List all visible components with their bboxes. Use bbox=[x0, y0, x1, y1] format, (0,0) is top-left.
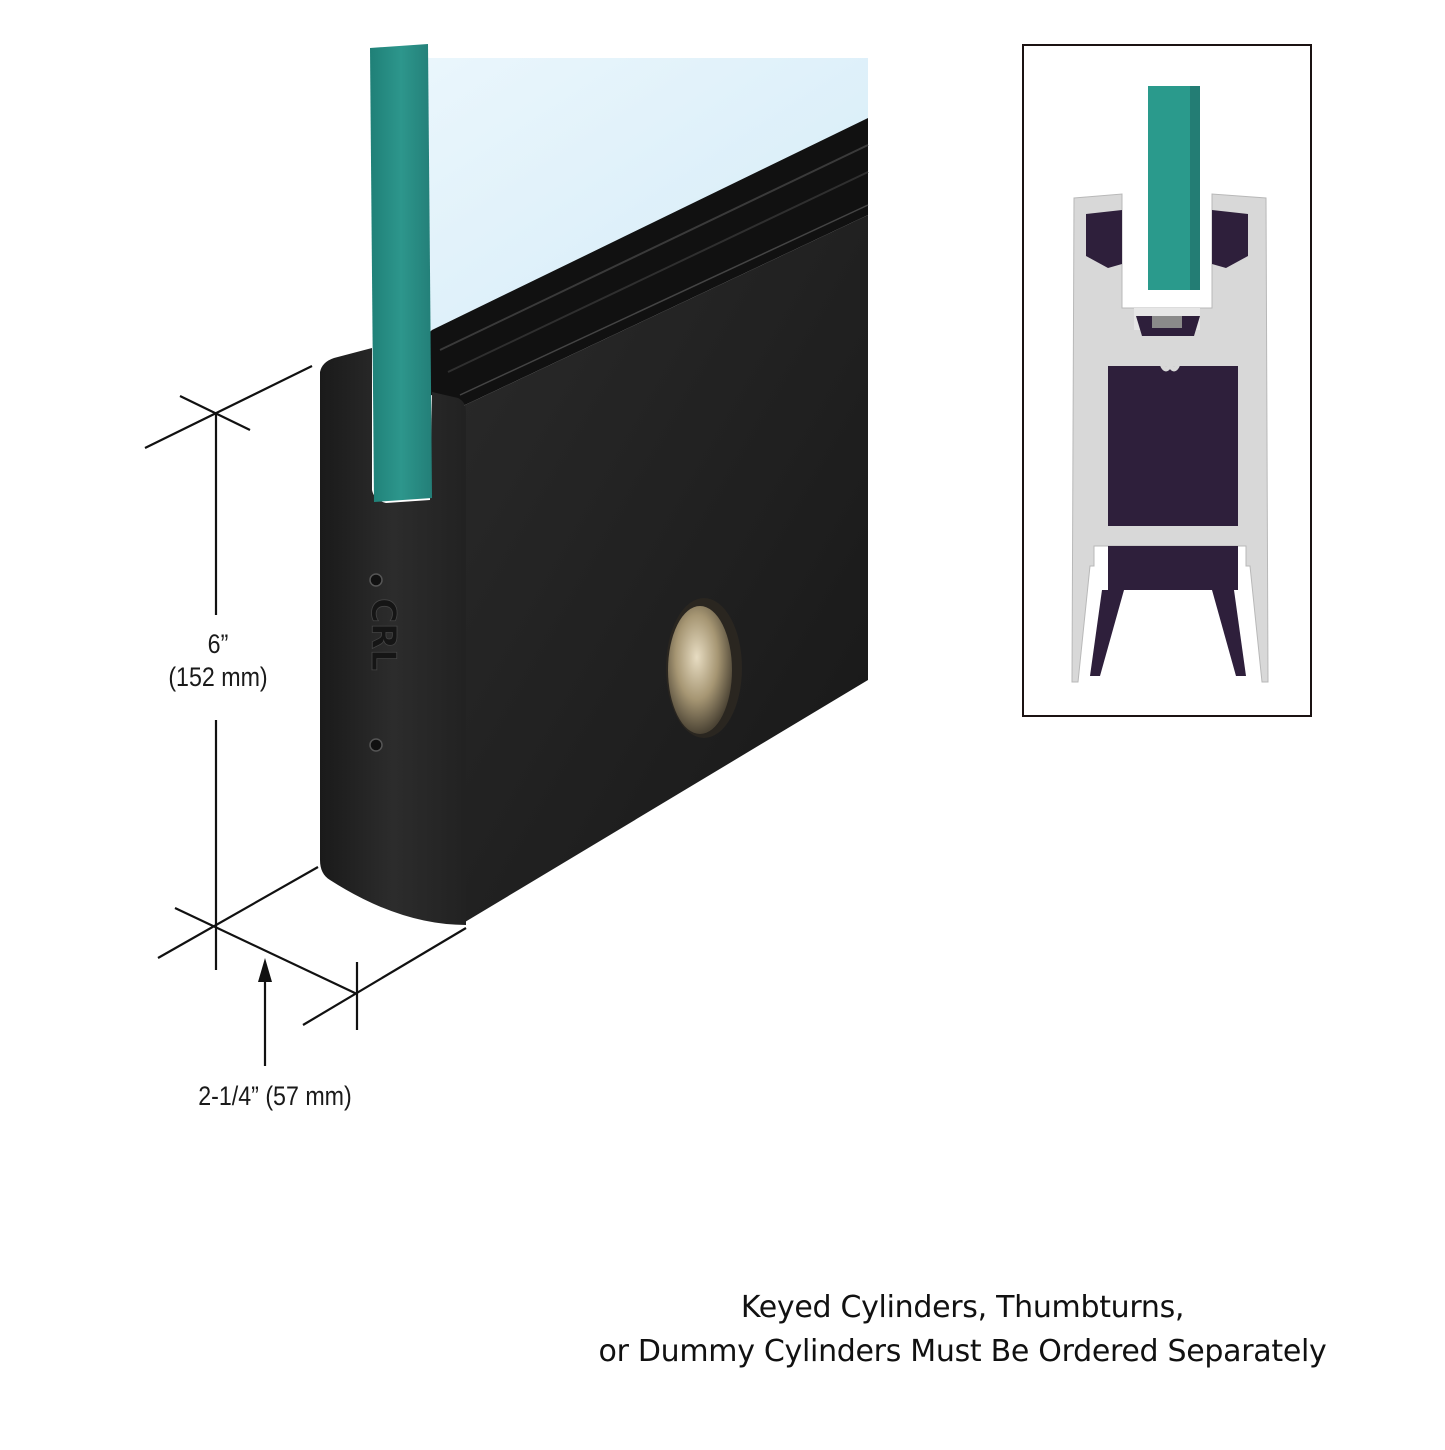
height-dimension-label: 6” (152 mm) bbox=[149, 628, 287, 694]
note-line-2: or Dummy Cylinders Must Be Ordered Separ… bbox=[598, 1334, 1327, 1369]
height-imperial: 6” bbox=[207, 629, 229, 659]
height-dimension-lines bbox=[144, 365, 467, 1030]
height-metric: (152 mm) bbox=[168, 661, 268, 692]
rail-end-cap bbox=[320, 348, 466, 925]
glass-panel bbox=[420, 58, 868, 350]
note-line-1: Keyed Cylinders, Thumbturns, bbox=[740, 1290, 1185, 1325]
rail-front-face bbox=[465, 215, 868, 922]
glass-edge bbox=[370, 44, 432, 502]
cross-section-illustration bbox=[1071, 86, 1269, 683]
cross-section-inset bbox=[1022, 44, 1312, 717]
brand-mark: CRL bbox=[363, 598, 403, 671]
screw-icon bbox=[369, 573, 383, 587]
width-arrow-icon bbox=[258, 958, 272, 1066]
width-dimension-label: 2-1/4” (57 mm) bbox=[198, 1081, 352, 1111]
ordering-note: Keyed Cylinders, Thumbturns, or Dummy Cy… bbox=[520, 1286, 1405, 1374]
screw-icon bbox=[369, 738, 383, 752]
